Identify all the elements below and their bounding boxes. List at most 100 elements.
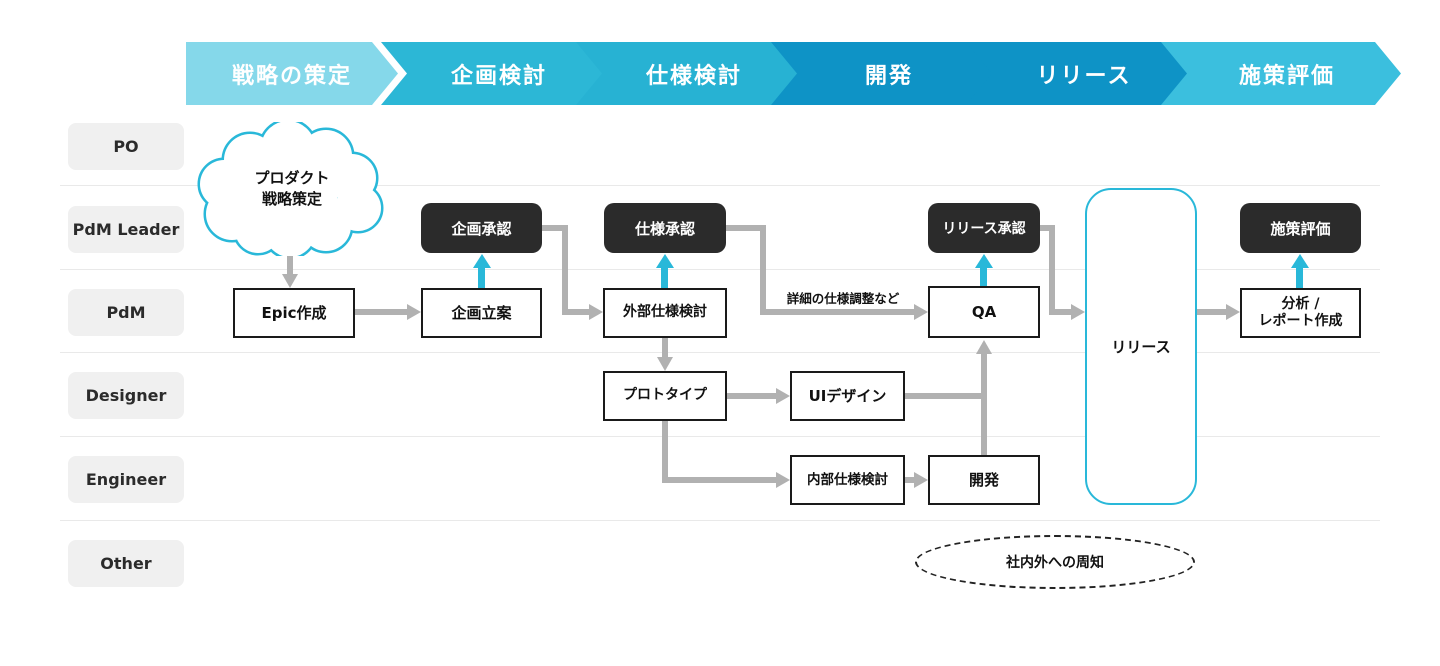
arrow-release-to-analysis xyxy=(1197,309,1227,315)
note-spec-adjust: 詳細の仕様調整など xyxy=(778,288,908,307)
cloud-label: プロダクト 戦略策定 xyxy=(194,122,390,256)
lane-engineer-text: Engineer xyxy=(85,470,167,489)
arrow-extspec-to-approval-head xyxy=(656,254,674,268)
development-label: 開発 xyxy=(968,470,999,489)
ui-design-label: UIデザイン xyxy=(808,386,887,405)
lane-label-other: Other xyxy=(68,540,184,587)
arrow-intspec-to-dev xyxy=(905,477,915,483)
arrow-specapproval-elbow-vert xyxy=(760,225,766,315)
arrow-planapproval-to-extspec-head xyxy=(589,304,603,320)
node-development: 開発 xyxy=(928,455,1040,505)
node-plan-approval: 企画承認 xyxy=(421,203,542,253)
ext-spec-label: 外部仕様検討 xyxy=(623,304,707,321)
phase-planning-label: 企画検討 xyxy=(450,63,547,89)
lane-pdm-text: PdM xyxy=(106,303,146,322)
arrow-dev-to-qa xyxy=(981,352,987,455)
node-ui-design: UIデザイン xyxy=(790,371,905,421)
arrow-planapproval-elbow-vert xyxy=(562,225,568,315)
arrow-epic-to-plan-head xyxy=(407,304,421,320)
node-qa: QA xyxy=(928,286,1040,338)
node-plan-draft: 企画立案 xyxy=(421,288,542,338)
cloud-label-line1: プロダクト xyxy=(254,169,330,187)
lane-designer-text: Designer xyxy=(85,386,167,405)
phase-evaluation-label: 施策評価 xyxy=(1238,63,1335,89)
qa-label: QA xyxy=(971,302,997,321)
arrow-plan-to-approval xyxy=(478,266,485,288)
lane-divider xyxy=(60,269,1380,270)
note-spec-adjust-text: 詳細の仕様調整など xyxy=(786,291,900,306)
epic-label: Epic作成 xyxy=(261,303,327,322)
release-approval-label: リリース承認 xyxy=(942,221,1026,237)
phase-planning: 企画検討 xyxy=(381,42,605,105)
plan-draft-label: 企画立案 xyxy=(451,303,512,322)
node-release-container: リリース xyxy=(1085,188,1197,505)
arrow-dev-to-qa-head xyxy=(976,340,992,354)
arrow-relapproval-elbow-top xyxy=(1040,225,1055,231)
arrow-release-to-analysis-head xyxy=(1226,304,1240,320)
lane-divider xyxy=(60,185,1380,186)
arrow-cloud-to-epic-head xyxy=(282,274,298,288)
node-int-spec: 内部仕様検討 xyxy=(790,455,905,505)
node-spec-approval: 仕様承認 xyxy=(604,203,726,253)
arrow-prototype-to-intspec-head xyxy=(776,472,790,488)
cloud-label-line2: 戦略策定 xyxy=(261,190,322,208)
arrow-planapproval-elbow-bottom xyxy=(562,309,590,315)
arrow-relapproval-elbow-bottom xyxy=(1049,309,1072,315)
arrow-intspec-to-dev-head xyxy=(914,472,928,488)
node-epic: Epic作成 xyxy=(233,288,355,338)
lane-label-designer: Designer xyxy=(68,372,184,419)
arrow-prototype-elbow-bottom xyxy=(662,477,777,483)
arrow-qa-to-approval-head xyxy=(975,254,993,268)
phase-release: リリース xyxy=(966,42,1190,105)
arrow-specapproval-to-qa-head xyxy=(914,304,928,320)
plan-approval-label: 企画承認 xyxy=(451,219,512,238)
arrow-specapproval-elbow-top xyxy=(726,225,766,231)
lane-divider xyxy=(60,352,1380,353)
node-analysis: 分析 / レポート作成 xyxy=(1240,288,1361,338)
arrow-prototype-elbow-vert xyxy=(662,421,668,483)
phase-strategy-label: 戦略の策定 xyxy=(231,63,352,89)
arrow-plan-to-approval-head xyxy=(473,254,491,268)
phase-evaluation: 施策評価 xyxy=(1161,42,1401,105)
arrow-extspec-to-prototype-head xyxy=(657,357,673,371)
cloud-node-product-strategy: プロダクト 戦略策定 xyxy=(194,118,390,260)
arrow-prototype-to-ui xyxy=(727,393,777,399)
phase-dev: 開発 xyxy=(771,42,995,105)
node-release-approval: リリース承認 xyxy=(928,203,1040,253)
lane-divider xyxy=(60,520,1380,521)
arrow-prototype-to-ui-head xyxy=(776,388,790,404)
phase-spec: 仕様検討 xyxy=(576,42,800,105)
arrow-ui-to-junction xyxy=(905,393,987,399)
arrow-planapproval-elbow-top xyxy=(540,225,568,231)
analysis-label-line2: レポート作成 xyxy=(1258,313,1343,329)
arrow-analysis-to-eval-head xyxy=(1291,254,1309,268)
phase-spec-label: 仕様検討 xyxy=(645,63,742,89)
lane-label-pdm: PdM xyxy=(68,289,184,336)
lane-pdm-leader-text: PdM Leader xyxy=(72,220,180,239)
lane-po-text: PO xyxy=(113,137,139,156)
arrow-specapproval-elbow-bottom xyxy=(760,309,915,315)
arrow-cloud-to-epic xyxy=(287,250,293,274)
lane-other-text: Other xyxy=(100,554,152,573)
lane-label-po: PO xyxy=(68,123,184,170)
spec-approval-label: 仕様承認 xyxy=(634,219,695,238)
cloud-icon xyxy=(197,118,384,260)
arrow-extspec-to-approval xyxy=(661,266,668,288)
int-spec-label: 内部仕様検討 xyxy=(807,471,888,488)
release-container-label: リリース xyxy=(1111,338,1171,356)
arrow-relapproval-to-release-head xyxy=(1071,304,1085,320)
analysis-label-line1: 分析 / xyxy=(1281,295,1320,312)
announcement-label: 社内外への周知 xyxy=(1006,555,1104,571)
arrow-extspec-to-prototype xyxy=(662,338,668,359)
arrow-relapproval-elbow-vert xyxy=(1049,225,1055,315)
phase-dev-label: 開発 xyxy=(864,63,913,89)
phase-strategy: 戦略の策定 xyxy=(186,42,398,105)
node-prototype: プロトタイプ xyxy=(603,371,727,421)
node-announcement: 社内外への周知 xyxy=(915,535,1195,589)
arrow-qa-to-approval xyxy=(980,266,987,286)
lane-label-engineer: Engineer xyxy=(68,456,184,503)
phase-release-label: リリース xyxy=(1036,63,1132,89)
node-measure-eval: 施策評価 xyxy=(1240,203,1361,253)
node-ext-spec: 外部仕様検討 xyxy=(603,288,727,338)
